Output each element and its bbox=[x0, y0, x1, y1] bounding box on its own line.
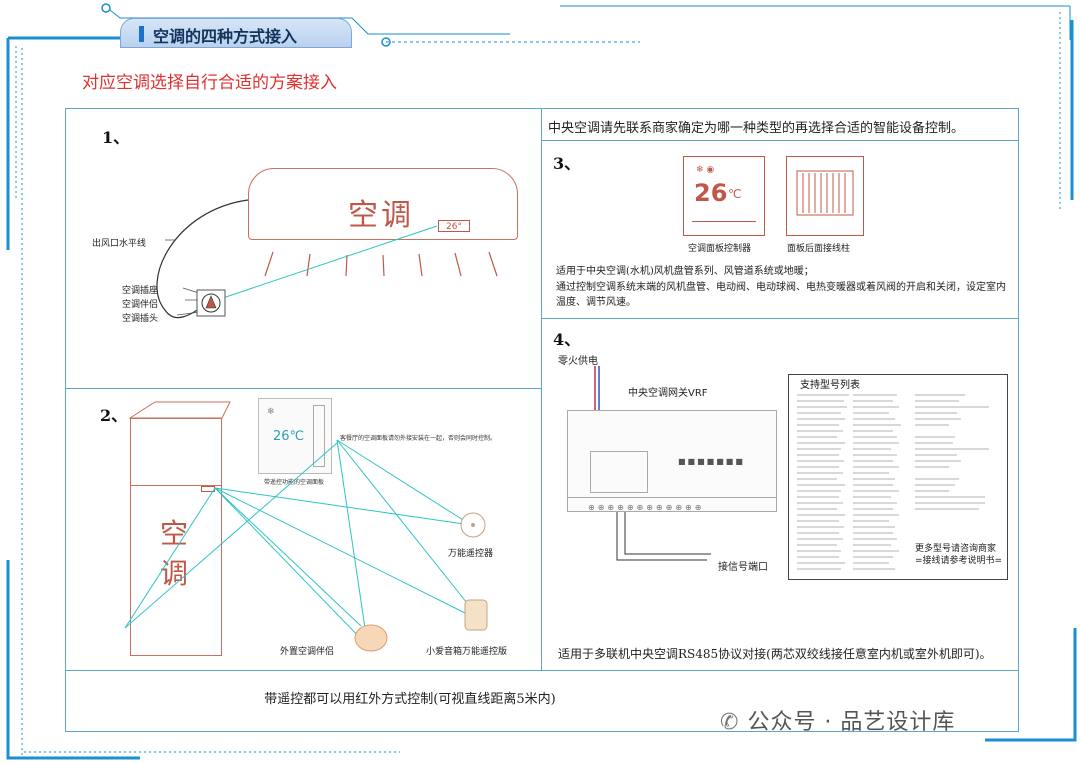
grid-divider-bottom bbox=[65, 670, 1019, 671]
section-3-number: 3、 bbox=[553, 154, 581, 173]
header-tab: 空调的四种方式接入 bbox=[120, 18, 352, 48]
section-3-desc-2: 通过控制空调系统末端的风机盘管、电动阀、电动球阀、电热变暖器或着风阀的开启和关闭… bbox=[556, 282, 1006, 308]
thermostat-button-row bbox=[692, 221, 756, 222]
section-1-number: 1、 bbox=[102, 128, 130, 147]
section-4-footer: 适用于多联机中央空调RS485协议对接(两芯双绞线接任意室内机或室外机即可)。 bbox=[558, 647, 992, 661]
panel-button-column bbox=[313, 405, 325, 467]
label-ac-plug: 空调插头 bbox=[122, 314, 159, 324]
gateway-screen bbox=[590, 451, 648, 493]
vrf-gateway-device: ■■■■■■■ ⊕⊕⊕⊕⊕⊕⊕⊕⊕⊕⊕⊕ bbox=[567, 410, 777, 512]
cabinet-ac-top bbox=[130, 418, 222, 486]
grid-divider-vertical bbox=[541, 108, 542, 670]
gateway-indicator-leds: ■■■■■■■ bbox=[678, 457, 745, 466]
diagram-grid bbox=[65, 108, 1019, 732]
panel-temp: 26℃ bbox=[273, 429, 305, 444]
ac-temp-value: 26° bbox=[446, 222, 462, 232]
label-ac-companion: 空调伴侣 bbox=[122, 300, 159, 310]
thermostat-back bbox=[786, 156, 864, 236]
grid-divider-left bbox=[65, 388, 541, 389]
wechat-icon: ✆ bbox=[720, 710, 740, 735]
label-wiring-reference: =接线请参考说明书= bbox=[915, 556, 1003, 566]
page-title: 空调的四种方式接入 bbox=[153, 27, 298, 46]
label-external-companion: 外置空调伴侣 bbox=[280, 647, 335, 657]
label-xiaoai-speaker: 小爱音箱万能遥控版 bbox=[426, 647, 508, 657]
panel-caption: 带遥控功能的空调面板 bbox=[264, 479, 325, 486]
label-signal-port: 接信号端口 bbox=[718, 562, 768, 573]
snowflake-icon: ❄ bbox=[267, 407, 275, 417]
watermark-text: 公众号 · 品艺设计库 bbox=[747, 710, 956, 735]
thermostat-temp: 26 bbox=[694, 179, 728, 207]
section-3-desc-1: 适用于中央空调(水机)风机盘管系列、风管道系统或地暖； bbox=[556, 266, 814, 277]
section-4-number: 4、 bbox=[553, 330, 581, 349]
bottom-note: 带遥控都可以用红外方式控制(可视直线距离5米内) bbox=[264, 692, 556, 707]
label-ac-socket: 空调插座 bbox=[122, 286, 159, 296]
label-more-models: 更多型号请咨询商家 bbox=[915, 544, 997, 554]
label-power-supply: 零火供电 bbox=[558, 356, 598, 367]
gateway-terminal-rail bbox=[568, 497, 776, 498]
page-subtitle: 对应空调选择自行合适的方案接入 bbox=[82, 73, 337, 93]
header-accent-bar bbox=[139, 26, 144, 42]
terminal-block-drawing bbox=[796, 170, 854, 216]
central-ac-header: 中央空调请先联系商家确定为哪一种类型的再选择合适的智能设备控制。 bbox=[548, 121, 965, 136]
ir-signal-lines bbox=[124, 439, 488, 652]
thermostat-icons: ❄ ◉ bbox=[696, 165, 715, 175]
remote-control-panel: 26℃ ❄ bbox=[258, 398, 332, 474]
label-outlet-level: 出风口水平线 bbox=[92, 239, 147, 249]
wall-ac-unit bbox=[248, 168, 518, 240]
gateway-terminals: ⊕⊕⊕⊕⊕⊕⊕⊕⊕⊕⊕⊕ bbox=[588, 503, 705, 512]
ac-temp-display: 26° bbox=[438, 220, 470, 232]
model-list-title: 支持型号列表 bbox=[800, 380, 860, 391]
wall-ac-label: 空调 bbox=[348, 198, 414, 233]
grid-divider-header bbox=[541, 140, 1019, 141]
label-gateway: 中央空调网关VRF bbox=[628, 388, 708, 399]
label-terminal-block: 面板后面接线柱 bbox=[787, 244, 851, 254]
supported-models-table bbox=[788, 374, 1008, 580]
label-thermostat: 空调面板控制器 bbox=[688, 244, 752, 254]
cabinet-char-1: 空 bbox=[160, 517, 189, 550]
cabinet-ac-unit bbox=[130, 418, 222, 656]
watermark: ✆ 公众号 · 品艺设计库 bbox=[720, 704, 955, 736]
section-2-number: 2、 bbox=[100, 406, 128, 425]
thermostat-front: ❄ ◉ 26 ℃ bbox=[683, 156, 765, 236]
gateway-drawing bbox=[594, 366, 711, 561]
model-list-lines bbox=[797, 394, 989, 570]
panel-note: 客餐厅的空调面板请勿外接安装在一起，否则会同时控制。 bbox=[340, 435, 497, 442]
thermostat-unit: ℃ bbox=[728, 187, 742, 201]
label-universal-remote: 万能遥控器 bbox=[448, 549, 494, 559]
cabinet-char-2: 调 bbox=[160, 557, 189, 590]
grid-divider-right bbox=[541, 318, 1019, 319]
section-1-drawing bbox=[156, 199, 498, 319]
